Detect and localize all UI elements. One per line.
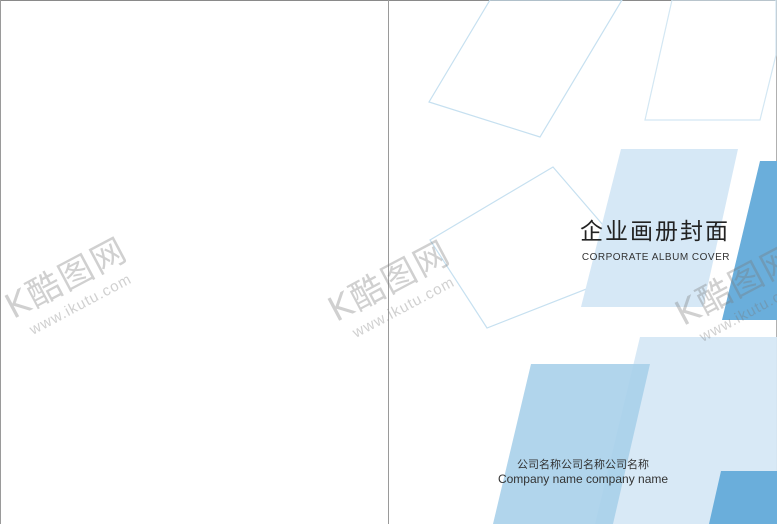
outline-parallelogram-top-right — [644, 0, 777, 121]
frame-left-border — [0, 0, 1, 524]
outline-parallelogram-top — [428, 0, 623, 138]
deep-blue-panel-right — [722, 161, 777, 320]
center-fold-line — [388, 0, 389, 524]
company-name-block: 公司名称公司名称公司名称 Company name company name — [493, 458, 673, 487]
cover-title-block: 企业画册封面 CORPORATE ALBUM COVER — [560, 218, 730, 263]
light-blue-panel-upper — [581, 149, 738, 307]
company-name-cn: 公司名称公司名称公司名称 — [517, 458, 649, 471]
cover-title-cn: 企业画册封面 — [580, 219, 730, 245]
mid-blue-panel-lower — [493, 364, 650, 524]
deep-blue-panel-bottom — [709, 471, 777, 524]
company-name-en: Company name company name — [497, 472, 669, 486]
cover-title-en: CORPORATE ALBUM COVER — [581, 252, 730, 263]
